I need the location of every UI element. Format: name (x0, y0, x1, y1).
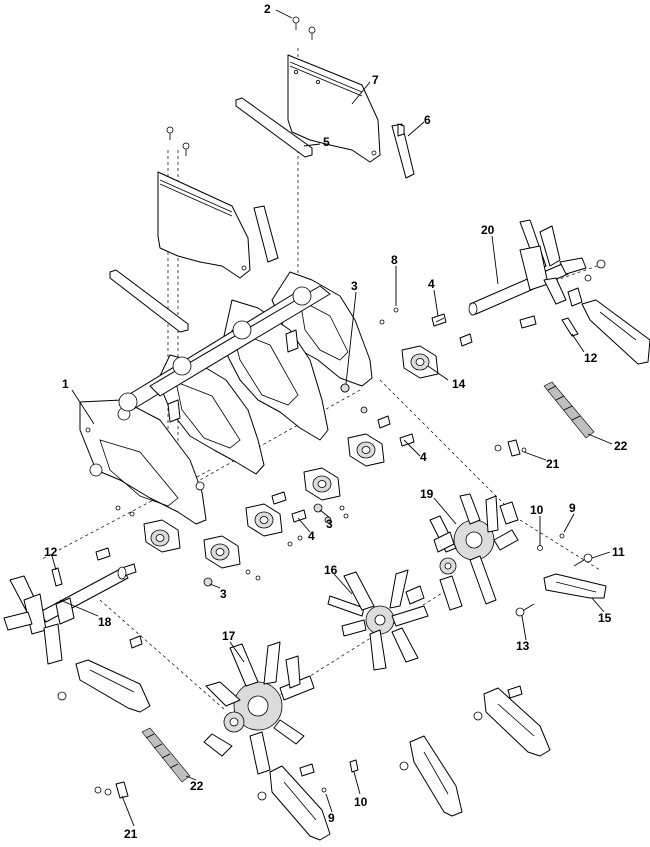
callout-22: 22 (614, 439, 628, 453)
link-21-upper (494, 439, 527, 457)
callout-21: 21 (124, 827, 138, 841)
bracket-lower (253, 205, 279, 263)
chain-22-lower (141, 727, 191, 783)
strip-lower (109, 269, 189, 333)
bearing-left (143, 519, 181, 553)
callout-9: 9 (328, 811, 335, 825)
rotor-17 (203, 641, 315, 775)
callout-6: 6 (424, 113, 431, 127)
callout-labels: 2 7 6 5 20 8 3 4 1 12 14 22 21 4 19 10 9… (44, 2, 628, 841)
callout-3: 3 (326, 517, 333, 531)
callout-21: 21 (546, 457, 560, 471)
shaft-20 (468, 219, 606, 316)
callout-2: 2 (264, 2, 271, 16)
pin-12-upper (561, 317, 579, 337)
tine-arm-15 (543, 573, 607, 599)
tine-arm-upper-right (581, 299, 650, 365)
tine-arm-lower-far-right (473, 687, 551, 757)
callout-12: 12 (44, 545, 58, 559)
bearing-mid (303, 467, 341, 501)
bolts-4 (95, 313, 537, 777)
callout-9: 9 (569, 501, 576, 515)
callout-22: 22 (190, 779, 204, 793)
callout-4: 4 (308, 529, 315, 543)
callout-8: 8 (391, 253, 398, 267)
callout-18: 18 (98, 615, 112, 629)
bearing-center (245, 503, 283, 537)
rotor-19 (429, 493, 519, 611)
bearing-14 (401, 345, 439, 379)
frame-1 (79, 271, 373, 525)
strip-5 (235, 97, 313, 158)
callout-5: 5 (323, 135, 330, 149)
cover-lower (157, 171, 251, 279)
callout-14: 14 (452, 377, 466, 391)
callout-15: 15 (598, 611, 612, 625)
rotor-16 (327, 569, 429, 671)
link-21-lower (94, 781, 129, 799)
leader-lines (51, 9, 613, 827)
callout-10: 10 (530, 503, 544, 517)
callout-13: 13 (516, 639, 530, 653)
callout-20: 20 (481, 223, 495, 237)
callout-3: 3 (351, 279, 358, 293)
small-hardware (115, 307, 565, 793)
callout-19: 19 (420, 487, 434, 501)
callout-4: 4 (428, 277, 435, 291)
bolt-2 (292, 16, 316, 40)
pin-12-left (51, 567, 63, 587)
bracket-6 (391, 123, 415, 179)
callout-3: 3 (220, 587, 227, 601)
bearing-upper-right (347, 433, 385, 467)
callout-17: 17 (222, 629, 236, 643)
callout-4: 4 (420, 450, 427, 464)
cover-upper (287, 54, 381, 163)
chain-22-upper (543, 381, 595, 439)
tine-arm-lower-left (57, 659, 151, 713)
callout-16: 16 (324, 563, 338, 577)
bearing-lower-left (203, 535, 241, 569)
callout-11: 11 (612, 545, 625, 559)
shaft-18 (3, 566, 129, 665)
callout-7: 7 (372, 73, 379, 87)
callout-10: 10 (354, 795, 368, 809)
tine-arm-lower-center (257, 765, 331, 841)
callout-1: 1 (62, 377, 69, 391)
callout-12: 12 (584, 351, 598, 365)
alignment-lines (39, 48, 601, 721)
nut-13 (515, 603, 535, 617)
tine-arm-lower-right (399, 735, 463, 817)
cover-lower-bolts (166, 126, 190, 156)
